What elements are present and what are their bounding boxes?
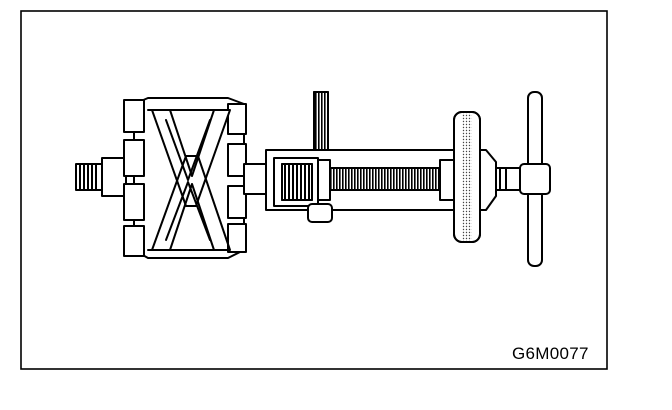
forcing-screw-thread	[323, 167, 445, 191]
bearing-puller-tool	[265, 91, 551, 267]
t-handle	[519, 91, 551, 267]
lock-nut-bottom	[307, 203, 333, 223]
figure-frame	[20, 10, 608, 370]
rotor-assembly	[75, 97, 247, 259]
lock-screw-top	[313, 91, 329, 151]
rotor-claw-poles	[123, 97, 247, 259]
figure-code: G6M0077	[512, 344, 589, 363]
clamp-plate	[453, 111, 481, 243]
